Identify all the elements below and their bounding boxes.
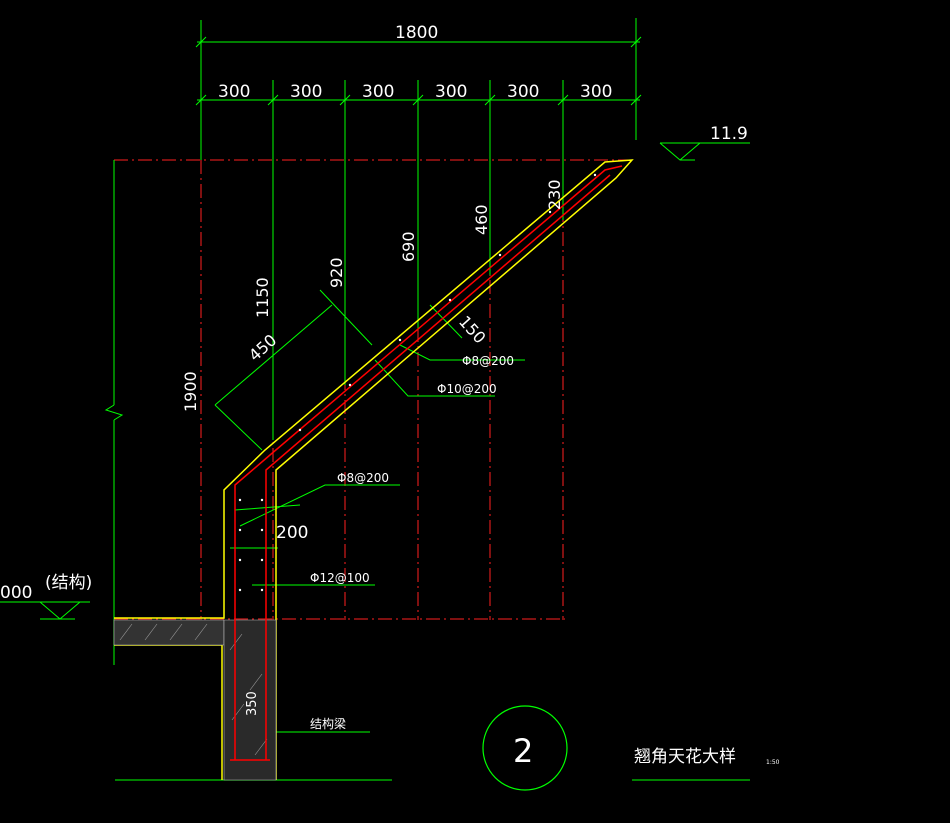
concrete-hatch xyxy=(113,619,277,781)
concrete-outline xyxy=(114,159,634,780)
dim-span-5: 300 xyxy=(507,82,539,102)
rebar xyxy=(230,165,623,761)
dim-span-6: 300 xyxy=(580,82,612,102)
dim-span-4: 300 xyxy=(435,82,467,102)
beam-label: 结构梁 xyxy=(310,716,346,731)
rebar-label-2: Φ10@200 xyxy=(437,382,497,396)
dim-span-1: 300 xyxy=(218,82,250,102)
rebar-label-3: Φ8@200 xyxy=(337,471,389,485)
structure-note: (结构) xyxy=(45,573,92,593)
dim-350: 350 xyxy=(245,691,260,716)
dim-460: 460 xyxy=(472,204,491,235)
dim-690: 690 xyxy=(399,231,418,262)
drawing-title: 翘角天花大样 xyxy=(634,747,736,767)
dim-920: 920 xyxy=(327,257,346,288)
rebar-label-4: Φ12@100 xyxy=(310,571,370,585)
dim-span-3: 300 xyxy=(362,82,394,102)
drawing-scale: 1:50 xyxy=(766,759,780,766)
detail-circle xyxy=(482,705,568,791)
dimension-lines xyxy=(0,18,750,781)
elevation-left: 000 xyxy=(0,583,32,603)
elevation-top: 11.9 xyxy=(710,124,748,144)
dim-150: 150 xyxy=(455,312,490,347)
rebar-label-1: Φ8@200 xyxy=(462,354,514,368)
dim-span-2: 300 xyxy=(290,82,322,102)
dim-230: 230 xyxy=(545,179,564,210)
dim-total: 1800 xyxy=(395,23,438,43)
detail-number: 2 xyxy=(513,732,533,770)
rebar-dots xyxy=(238,173,597,592)
dim-200: 200 xyxy=(276,523,308,543)
dim-1150: 1150 xyxy=(253,277,272,318)
dim-450: 450 xyxy=(245,330,280,365)
dim-1900: 1900 xyxy=(181,371,200,412)
